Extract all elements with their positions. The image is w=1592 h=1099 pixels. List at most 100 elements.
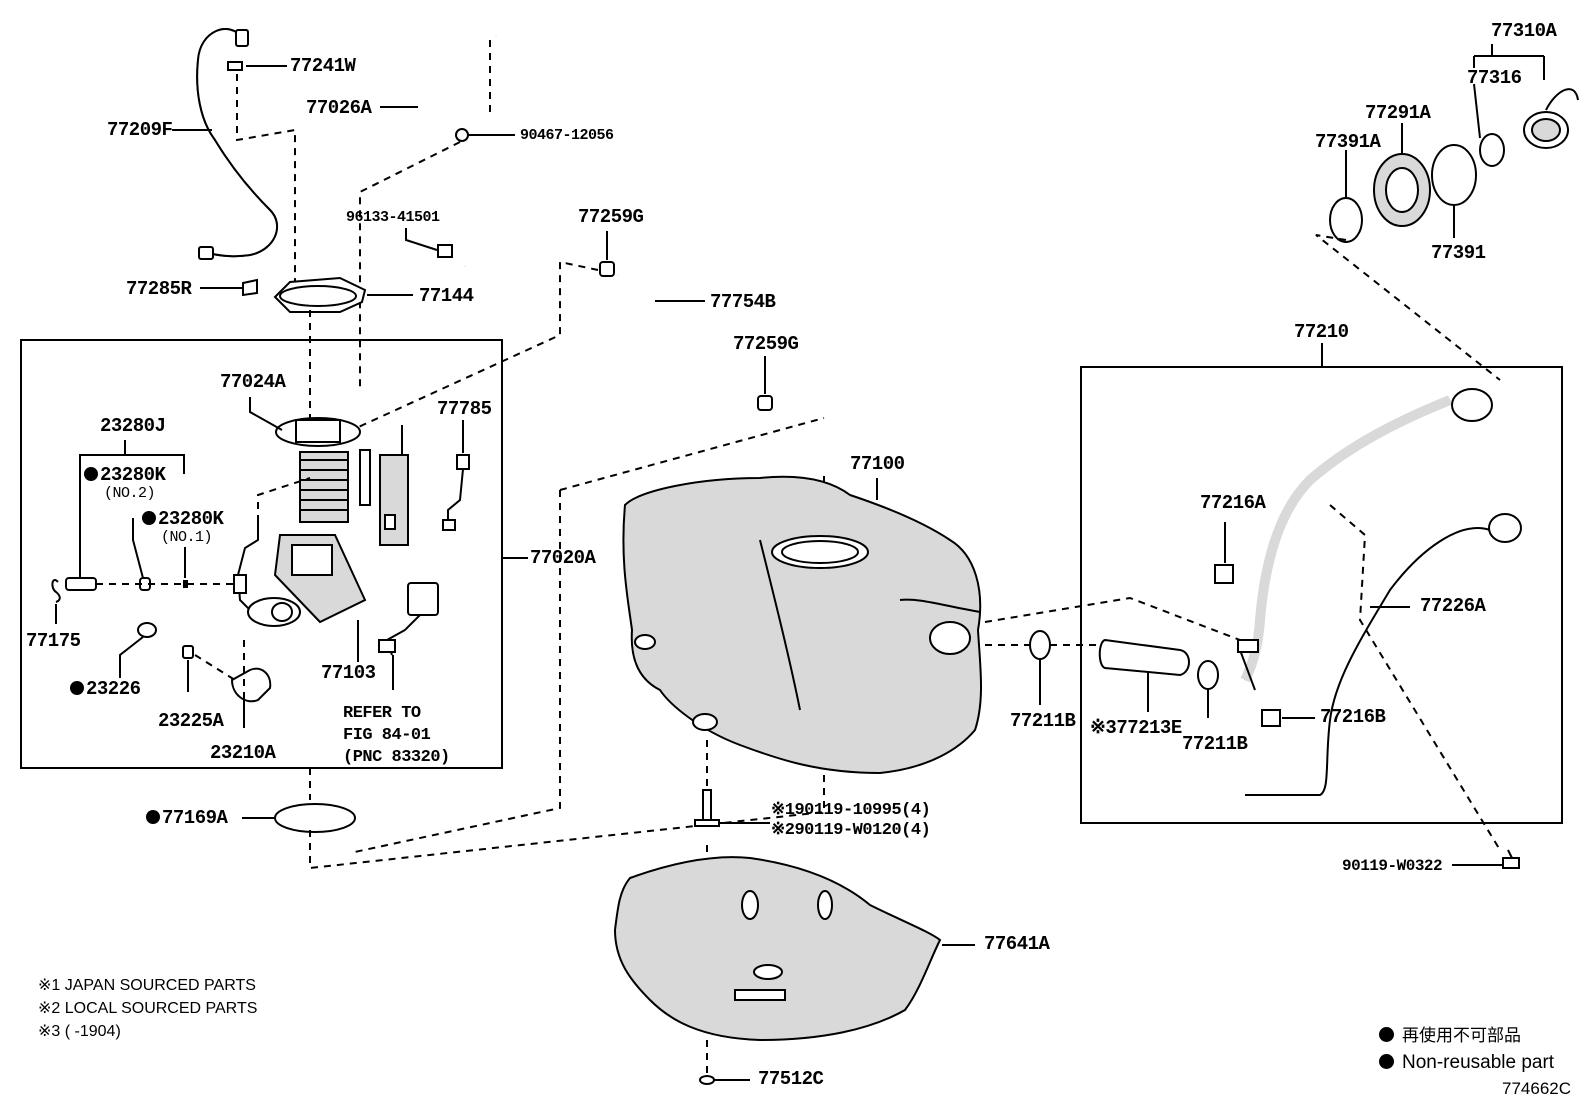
label-90119-W0322: 90119-W0322 xyxy=(1342,857,1443,875)
part-connector-83320 xyxy=(378,582,439,656)
label-77213E: ※377213E xyxy=(1090,717,1182,739)
label-77641A: 77641A xyxy=(984,933,1050,955)
label-77285R: 77285R xyxy=(126,278,192,300)
non-reusable-dot-icon xyxy=(1379,1054,1394,1069)
non-reusable-dot-icon xyxy=(84,467,98,481)
label-96133-41501: 96133-41501 xyxy=(346,209,440,226)
part-77216A-clamp xyxy=(1214,564,1234,584)
part-77291A-seal xyxy=(1373,153,1431,227)
part-pump-motor xyxy=(247,597,301,627)
label-77391A: 77391A xyxy=(1315,131,1381,153)
label-23280K-no2-text: 23280K xyxy=(100,464,166,486)
part-77512C-clip xyxy=(699,1075,715,1085)
part-77391-gasket xyxy=(1431,144,1477,206)
part-77211B-left-clamp xyxy=(1029,630,1051,660)
part-77169A-gasket xyxy=(274,803,356,833)
part-77026A-tube xyxy=(412,32,502,273)
part-77785-harness xyxy=(442,454,470,531)
label-bolt-1: ※190119-10995(4) xyxy=(771,801,931,820)
label-77512C: 77512C xyxy=(758,1068,824,1090)
part-96133-clip xyxy=(437,244,453,258)
label-bolt-2: ※290119-W0120(4) xyxy=(771,821,931,840)
label-23226-text: 23226 xyxy=(86,678,141,700)
label-77211B-left: 77211B xyxy=(1010,710,1076,732)
fuel-pump-group-box xyxy=(20,339,503,769)
label-77211B-right: 77211B xyxy=(1182,733,1248,755)
label-23280K-no2: 23280K xyxy=(84,464,166,486)
label-77241W: 77241W xyxy=(290,55,356,77)
part-77641A-protector xyxy=(613,856,942,1042)
label-77020A: 77020A xyxy=(530,547,596,569)
label-77103: 77103 xyxy=(321,662,376,684)
label-77226A: 77226A xyxy=(1420,595,1486,617)
label-77209F: 77209F xyxy=(107,119,173,141)
label-77316: 77316 xyxy=(1467,67,1522,89)
part-77024A-pump xyxy=(275,417,371,523)
part-23226-ring xyxy=(137,622,157,638)
part-77211B-right-clamp xyxy=(1197,660,1219,690)
label-no1: (NO.1) xyxy=(161,529,213,546)
part-77103-housing xyxy=(273,534,367,624)
part-77310A-cap xyxy=(1523,88,1579,149)
label-23280K-no1-text: 23280K xyxy=(158,508,224,530)
label-23225A: 23225A xyxy=(158,710,224,732)
label-77754B: 77754B xyxy=(710,291,776,313)
legend-en: Non-reusable part xyxy=(1379,1053,1554,1072)
part-77754B-hose xyxy=(573,270,746,414)
non-reusable-dot-icon xyxy=(70,681,84,695)
label-refer-fig: FIG 84-01 xyxy=(343,726,431,745)
part-23225A-cushion xyxy=(182,645,194,659)
legend-jp-text: 再使用不可部品 xyxy=(1402,1026,1521,1045)
label-23226: 23226 xyxy=(70,680,141,699)
label-77310A: 77310A xyxy=(1491,20,1557,42)
part-77391A-gasket xyxy=(1329,197,1363,243)
part-90119-W0322-bolt xyxy=(1502,849,1520,869)
part-77216B-clamp xyxy=(1261,709,1281,727)
figure-id: 774662C xyxy=(1502,1079,1572,1098)
label-refer-pnc: (PNC 83320) xyxy=(343,748,450,767)
label-77169A-text: 77169A xyxy=(162,807,228,829)
part-77259G-top-clamp xyxy=(599,261,615,277)
part-tank-bolt xyxy=(694,789,720,827)
label-77259G-mid: 77259G xyxy=(733,333,799,355)
label-77024A: 77024A xyxy=(220,371,286,393)
label-90467-12056: 90467-12056 xyxy=(520,127,614,144)
label-23210A: 23210A xyxy=(210,742,276,764)
part-77285R-connector xyxy=(242,278,258,297)
filler-pipe-group-box xyxy=(1080,366,1563,824)
part-77144-ring xyxy=(273,276,367,313)
legend-jp: 再使用不可部品 xyxy=(1379,1027,1521,1044)
label-77785: 77785 xyxy=(437,398,492,420)
label-77216B: 77216B xyxy=(1320,706,1386,728)
part-77316-ring xyxy=(1479,133,1505,167)
part-77241W-clip xyxy=(227,61,243,71)
legend-en-text: Non-reusable part xyxy=(1402,1052,1555,1073)
part-90467-clip xyxy=(455,128,469,142)
part-77226A-breather xyxy=(1245,513,1522,796)
part-23280K-no1-ring xyxy=(183,580,188,588)
footnote-2: ※2 LOCAL SOURCED PARTS xyxy=(38,1000,258,1017)
part-77213E-hose xyxy=(1098,638,1190,677)
label-23280J: 23280J xyxy=(100,415,166,437)
footnote-3: ※3 ( -1904) xyxy=(38,1023,121,1040)
label-no2: (NO.2) xyxy=(104,485,156,502)
part-77209F-tube xyxy=(196,28,279,260)
label-77210: 77210 xyxy=(1294,321,1349,343)
non-reusable-dot-icon xyxy=(1379,1027,1394,1042)
label-77169A: 77169A xyxy=(146,807,228,829)
label-23280K-no1: 23280K xyxy=(142,508,224,530)
part-23280J-valve xyxy=(65,577,97,591)
footnote-1: ※1 JAPAN SOURCED PARTS xyxy=(38,977,256,994)
label-77144: 77144 xyxy=(419,285,474,307)
label-77175: 77175 xyxy=(26,630,81,652)
label-77026A: 77026A xyxy=(306,97,372,119)
part-23210A-filter xyxy=(230,667,272,703)
part-77259G-mid-clamp xyxy=(757,395,773,411)
part-77100-tank xyxy=(622,475,983,775)
label-77291A: 77291A xyxy=(1365,102,1431,124)
label-refer-to: REFER TO xyxy=(343,704,421,723)
part-77175-clip xyxy=(51,579,61,603)
label-77216A: 77216A xyxy=(1200,492,1266,514)
non-reusable-dot-icon xyxy=(142,511,156,525)
